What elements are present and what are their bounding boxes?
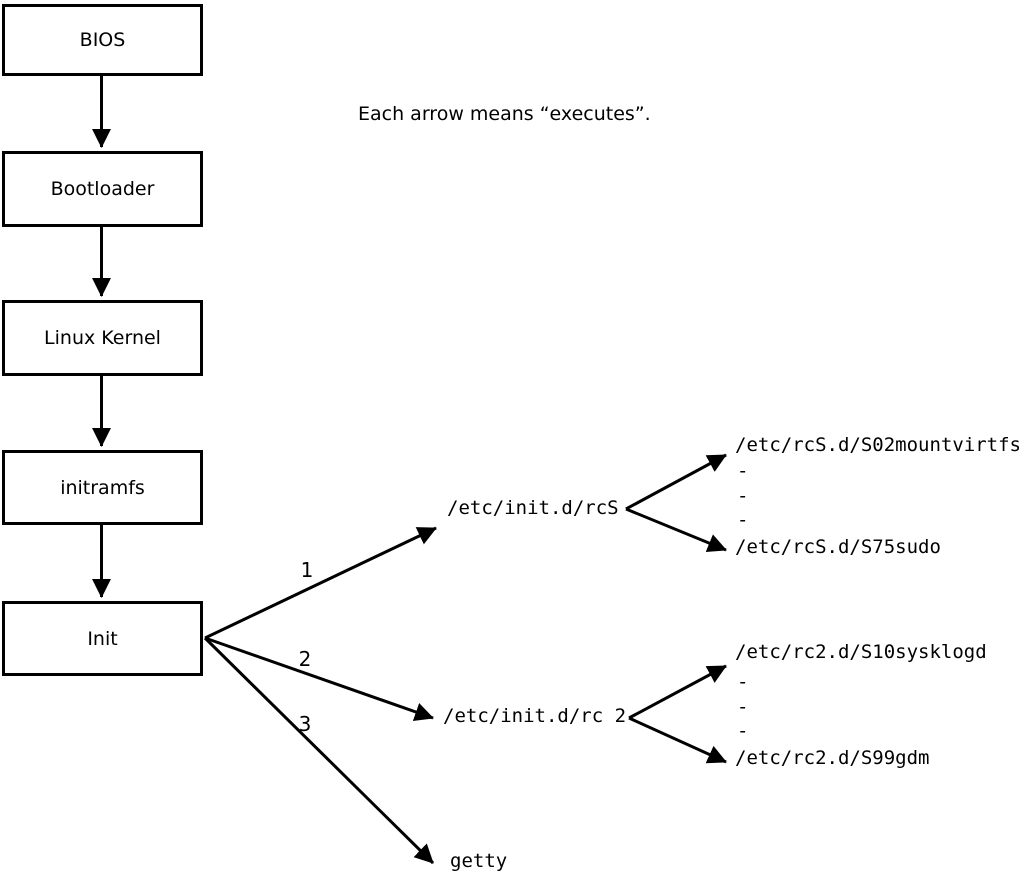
arrow-init-to-rc2 xyxy=(204,636,434,721)
arrow-init-to-getty xyxy=(203,636,435,865)
node-initramfs: initramfs xyxy=(2,450,203,525)
node-linux-kernel: Linux Kernel xyxy=(2,300,203,376)
target-getty: getty xyxy=(450,850,508,872)
branch-number-3: 3 xyxy=(298,712,312,736)
node-init: Init xyxy=(2,601,203,676)
target-init-d-rc2: /etc/init.d/rc 2 xyxy=(443,705,627,727)
node-initramfs-label: initramfs xyxy=(60,476,145,499)
node-bios-label: BIOS xyxy=(79,29,126,51)
rcs-script-ellipsis-dash: - xyxy=(737,485,749,507)
rcs-script-ellipsis-dash: - xyxy=(737,509,749,531)
arrow-init-to-rcs xyxy=(204,526,437,640)
rc2-script-ellipsis-dash: - xyxy=(737,696,749,718)
rcs-script-s75sudo: /etc/rcS.d/S75sudo xyxy=(735,536,941,558)
diagram-note: Each arrow means “executes”. xyxy=(358,103,651,125)
arrow-rcs-to-s75 xyxy=(625,507,727,552)
arrow-rcs-to-s02 xyxy=(625,453,727,511)
node-bootloader-label: Bootloader xyxy=(50,178,155,200)
rcs-script-s02mountvirtfs: /etc/rcS.d/S02mountvirtfs xyxy=(735,434,1021,456)
node-linux-kernel-label: Linux Kernel xyxy=(44,327,161,349)
node-init-label: Init xyxy=(87,627,118,650)
branch-number-1: 1 xyxy=(300,558,314,582)
rc2-script-ellipsis-dash: - xyxy=(737,720,749,742)
target-init-d-rcs: /etc/init.d/rcS xyxy=(447,497,619,519)
arrow-rc2-to-s10 xyxy=(628,664,727,720)
rcs-script-ellipsis-dash: - xyxy=(737,460,749,482)
rc2-script-s10sysklogd: /etc/rc2.d/S10sysklogd xyxy=(735,641,987,663)
node-bootloader: Bootloader xyxy=(2,151,203,227)
rc2-script-s99gdm: /etc/rc2.d/S99gdm xyxy=(735,747,930,769)
rc2-script-ellipsis-dash: - xyxy=(737,671,749,693)
arrow-rc2-to-s99 xyxy=(628,716,727,764)
node-bios: BIOS xyxy=(2,4,203,76)
branch-number-2: 2 xyxy=(298,647,312,671)
